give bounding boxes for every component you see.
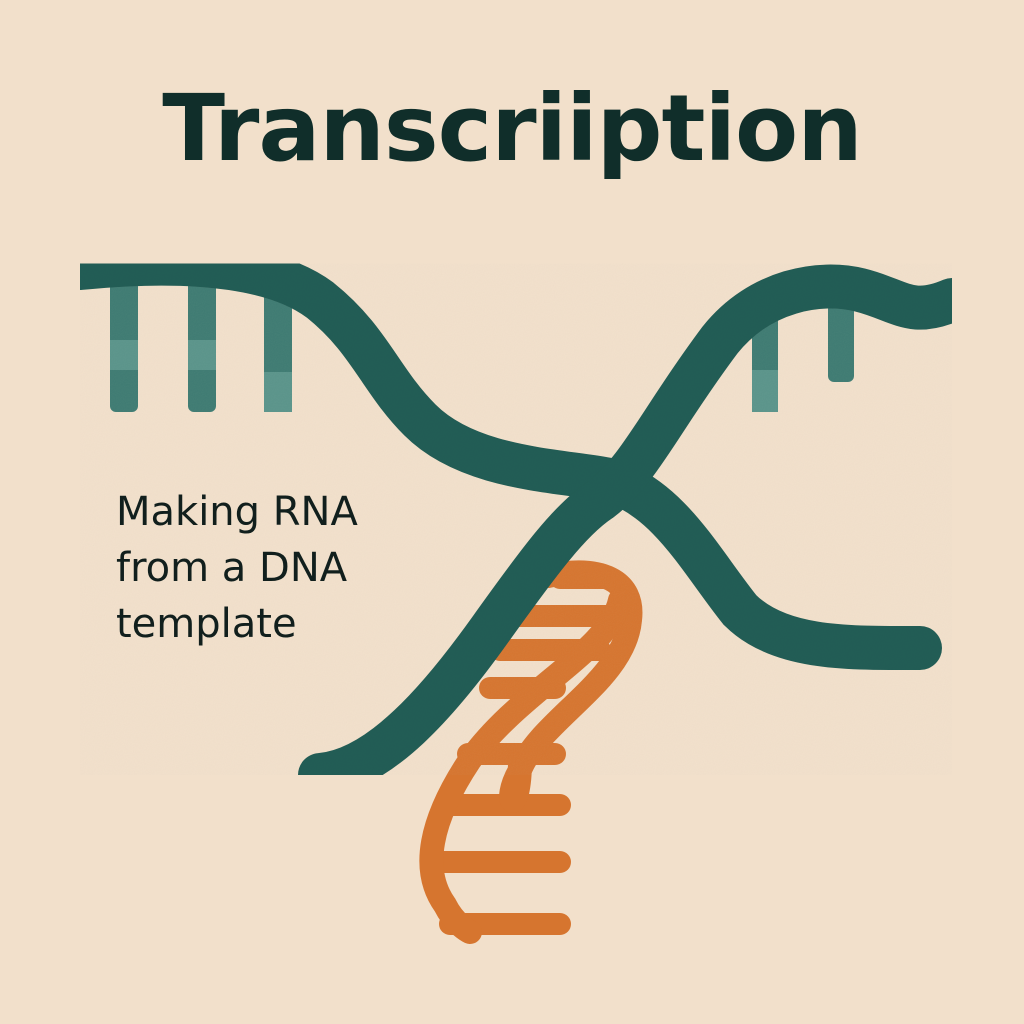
rna-backbone <box>499 560 643 813</box>
subtitle-line: Making RNA <box>116 489 358 535</box>
dna-base-band <box>752 370 778 412</box>
subtitle-line: template <box>116 601 297 647</box>
dna-strand-upper <box>58 241 942 671</box>
dna-base-band <box>188 340 216 370</box>
dna-bases-right <box>752 298 854 412</box>
diagram-title: Transcriiption <box>162 75 862 182</box>
diagram-subtitle: Making RNA from a DNA template <box>116 484 436 652</box>
dna-base-band <box>110 340 138 370</box>
dna-base-band <box>264 372 292 412</box>
rna-backbone <box>419 588 632 944</box>
dna-strand-lower <box>298 264 974 797</box>
dna-base <box>828 298 854 382</box>
dna-strands <box>58 241 974 797</box>
rna-strand <box>419 560 643 944</box>
dna-bases-left <box>110 272 292 412</box>
subtitle-line: from a DNA <box>116 545 348 591</box>
